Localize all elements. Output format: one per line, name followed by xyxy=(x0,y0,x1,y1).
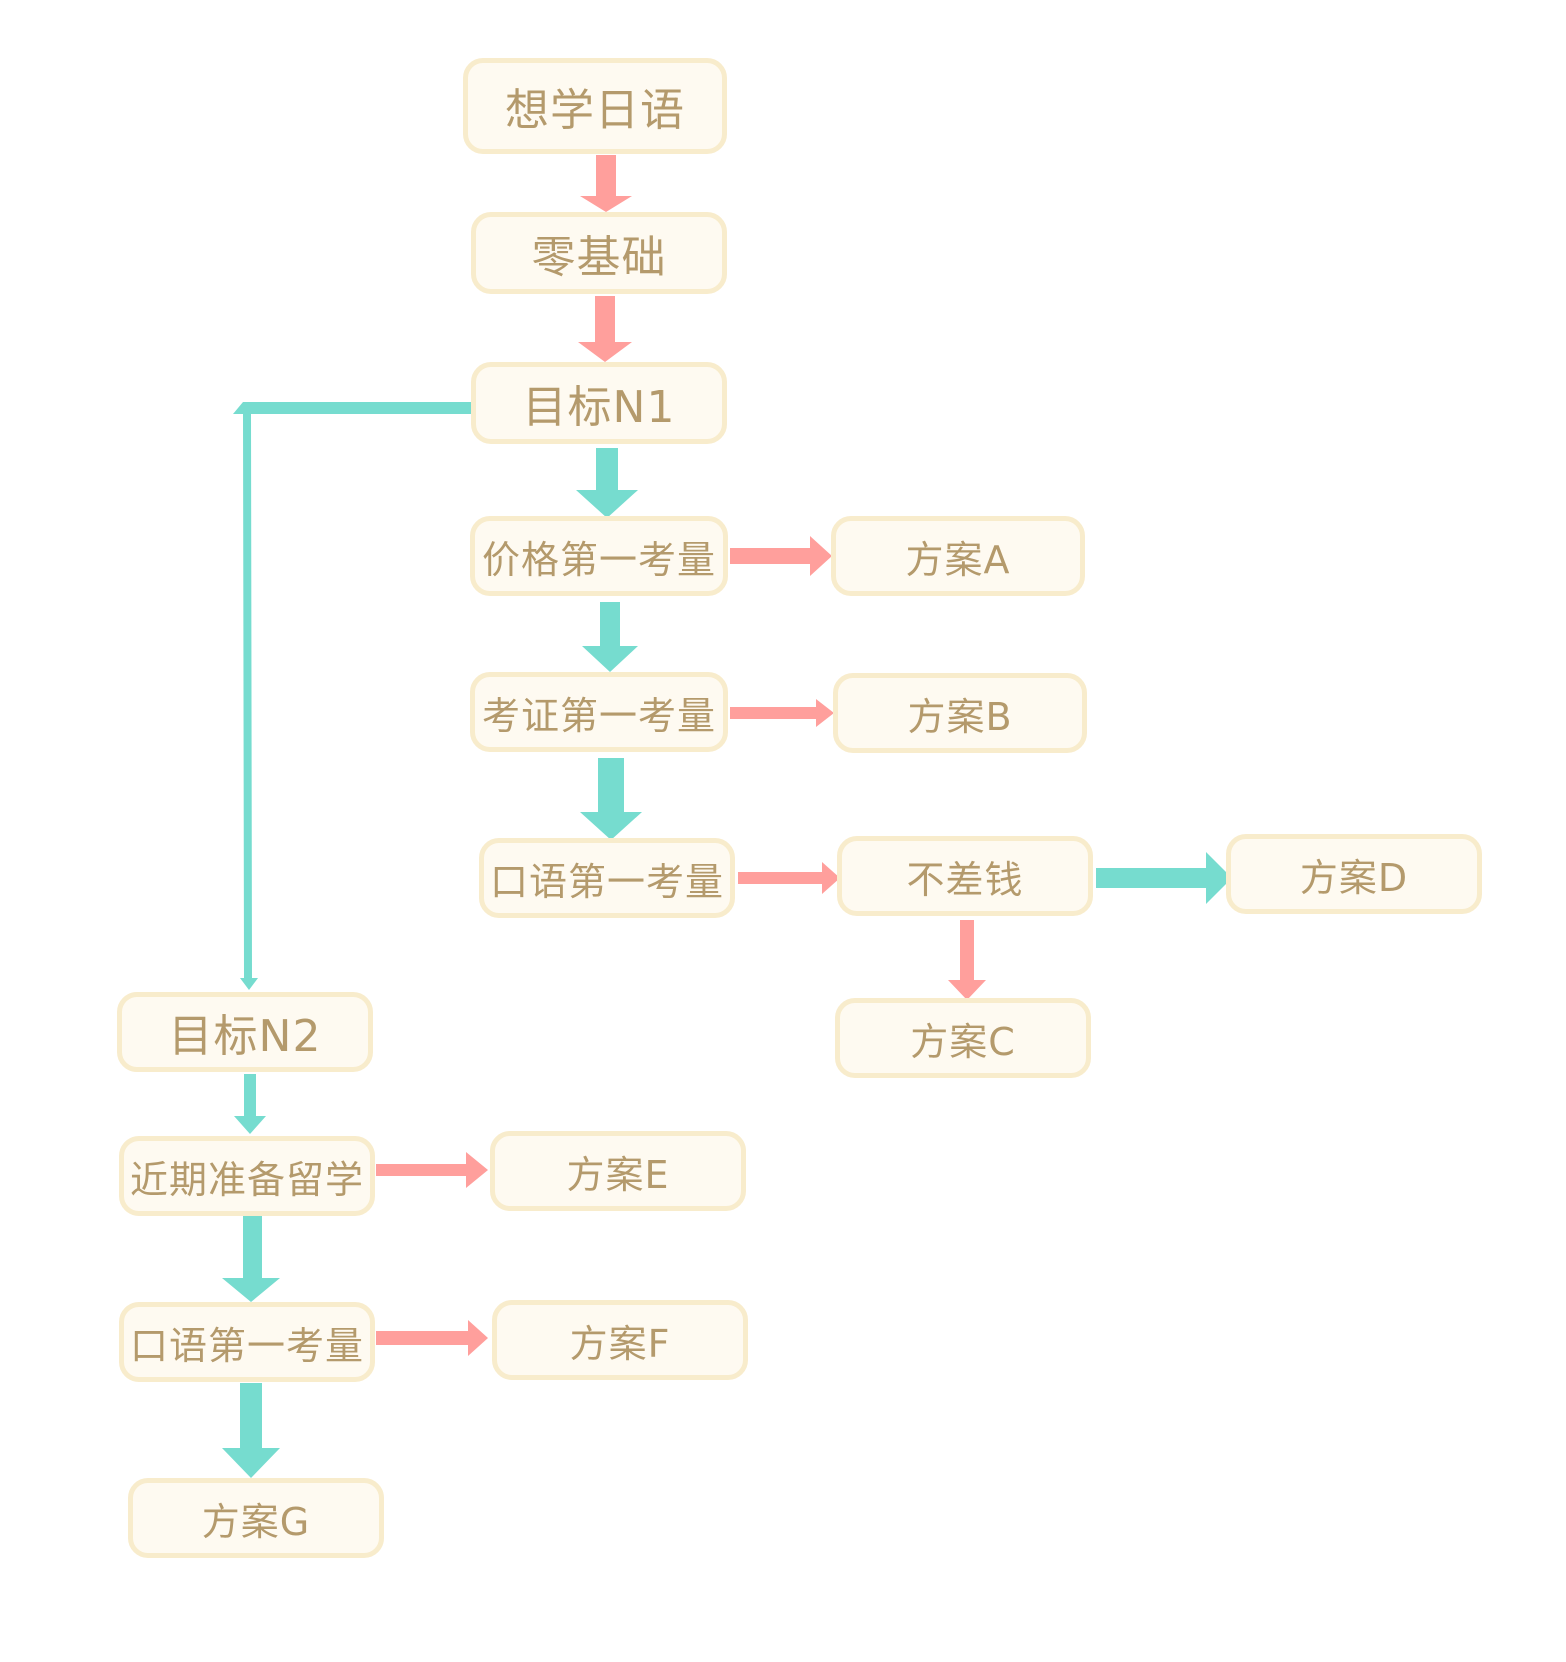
arrow-cert-to-plan-b xyxy=(730,699,834,727)
node-plan-a: 方案A xyxy=(831,516,1085,596)
node-study-abroad-soon: 近期准备留学 xyxy=(119,1136,375,1216)
node-start: 想学日语 xyxy=(463,58,727,154)
node-plan-e: 方案E xyxy=(490,1131,746,1211)
arrow-n1-to-n2 xyxy=(233,402,472,990)
node-price-first: 价格第一考量 xyxy=(470,516,728,596)
node-zero-base: 零基础 xyxy=(471,212,727,294)
arrow-price-to-plan-a xyxy=(730,536,832,576)
node-plan-f: 方案F xyxy=(492,1300,748,1380)
node-cert-first: 考证第一考量 xyxy=(470,672,728,752)
node-speaking-first-n1: 口语第一考量 xyxy=(479,838,735,918)
node-target-n2: 目标N2 xyxy=(117,992,373,1072)
arrow-study-abroad-to-speaking xyxy=(222,1216,280,1302)
node-no-budget-limit: 不差钱 xyxy=(837,836,1093,916)
node-plan-b: 方案B xyxy=(833,673,1087,753)
arrow-n1-to-price xyxy=(576,448,638,518)
arrow-speaking-to-plan-f xyxy=(376,1320,488,1356)
arrow-start-to-zero-base xyxy=(580,155,632,212)
arrow-study-abroad-to-plan-e xyxy=(376,1152,488,1188)
arrow-speaking-to-plan-g xyxy=(222,1383,280,1478)
arrow-zero-base-to-n1 xyxy=(578,296,632,362)
arrow-speaking-to-no-budget xyxy=(738,862,840,894)
node-plan-d: 方案D xyxy=(1226,834,1482,914)
arrow-price-to-cert xyxy=(582,602,638,672)
node-speaking-first-n2: 口语第一考量 xyxy=(119,1302,375,1382)
node-plan-g: 方案G xyxy=(128,1478,384,1558)
node-target-n1: 目标N1 xyxy=(471,362,727,444)
arrow-no-budget-to-plan-c xyxy=(948,920,986,1000)
arrow-cert-to-speaking xyxy=(580,758,642,840)
arrow-n2-to-study-abroad xyxy=(234,1074,266,1134)
arrow-no-budget-to-plan-d xyxy=(1096,852,1232,904)
node-plan-c: 方案C xyxy=(835,998,1091,1078)
